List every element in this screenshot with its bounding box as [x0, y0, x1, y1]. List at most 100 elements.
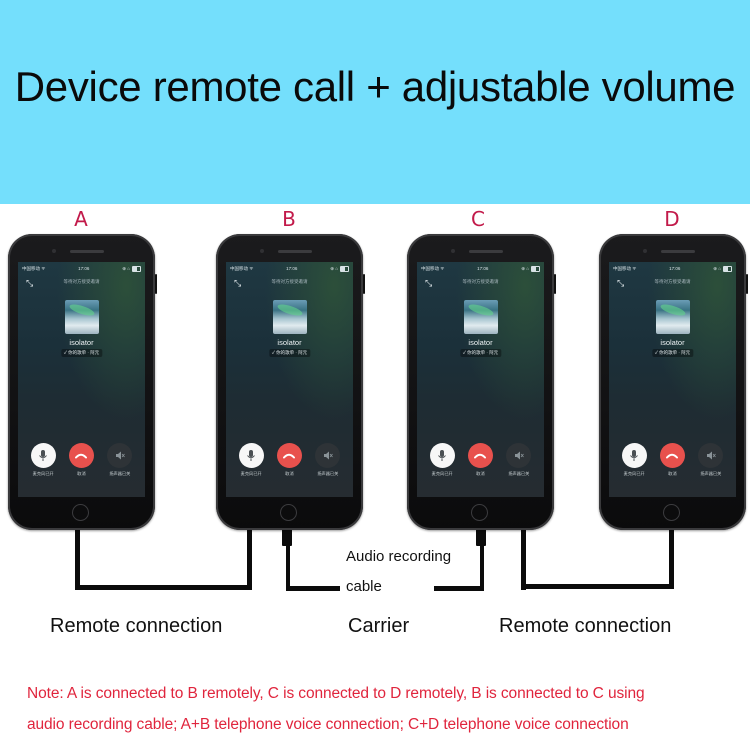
- hangup-button[interactable]: [276, 443, 302, 468]
- hangup-icon: [666, 453, 679, 458]
- call-screen: 中国移动 ᯤ 17:06 ⊕ ⌂ ⤡ 等待对方接受邀请 isolator ✓ 你…: [18, 262, 145, 497]
- wire-b-audio-horizontal: [286, 586, 340, 591]
- mic-control[interactable]: 麦克风已开: [233, 443, 269, 477]
- mic-label: 麦克风已开: [431, 471, 453, 476]
- microphone-icon: [247, 449, 256, 461]
- mic-label: 麦克风已开: [623, 471, 645, 476]
- note-line-2: audio recording cable; A+B telephone voi…: [27, 716, 629, 733]
- call-controls: 麦克风已开 取消 扬声器已关: [417, 443, 544, 477]
- earpiece: [660, 250, 695, 253]
- minimize-icon[interactable]: ⤡: [234, 278, 242, 288]
- status-time: 17:06: [477, 266, 489, 271]
- call-screen: 中国移动 ᯤ 17:06 ⊕ ⌂ ⤡ 等待对方接受邀请 isolator ✓ 你…: [609, 262, 736, 497]
- phone-label-c: C: [471, 207, 485, 231]
- battery-icon: [132, 265, 141, 272]
- hangup-button[interactable]: [467, 443, 493, 468]
- mic-control[interactable]: 麦克风已开: [25, 443, 61, 477]
- song-subtitle: ✓ 你的歌单 · 阿元: [459, 349, 502, 357]
- phone-label-a: A: [74, 207, 88, 231]
- battery-icon: [340, 265, 349, 272]
- hangup-control[interactable]: 取消: [271, 443, 307, 477]
- mic-button[interactable]: [30, 443, 56, 468]
- wire-c-remote-down: [521, 528, 526, 590]
- album-art: [64, 300, 99, 334]
- mic-label: 麦克风已开: [32, 471, 54, 476]
- mic-button[interactable]: [238, 443, 264, 468]
- hangup-label: 取消: [668, 471, 677, 476]
- phone-a: 中国移动 ᯤ 17:06 ⊕ ⌂ ⤡ 等待对方接受邀请 isolator ✓ 你…: [8, 234, 157, 530]
- minimize-icon[interactable]: ⤡: [26, 278, 34, 288]
- status-time: 17:06: [78, 266, 90, 271]
- hangup-button[interactable]: [659, 443, 685, 468]
- speaker-label: 扬声器已关: [317, 471, 339, 476]
- status-time: 17:06: [286, 266, 298, 271]
- speaker-muted-icon: [514, 451, 524, 460]
- title-banner: Device remote call + adjustable volume: [0, 0, 750, 204]
- speaker-button[interactable]: [107, 443, 133, 468]
- speaker-muted-icon: [323, 451, 333, 460]
- song-title: isolator: [660, 338, 685, 347]
- b-audio-plug: [282, 528, 292, 546]
- wire-c-audio-horizontal: [434, 586, 484, 591]
- mic-button[interactable]: [429, 443, 455, 468]
- speaker-label: 扬声器已关: [508, 471, 530, 476]
- speaker-button[interactable]: [315, 443, 341, 468]
- hangup-label: 取消: [476, 471, 485, 476]
- status-bar: 中国移动 ᯤ 17:06 ⊕ ⌂: [230, 265, 349, 272]
- cable-annotation-line2: cable: [346, 578, 382, 595]
- speaker-control[interactable]: 扬声器已关: [693, 443, 729, 477]
- album-art: [463, 300, 498, 334]
- earpiece: [69, 250, 104, 253]
- minimize-icon[interactable]: ⤡: [425, 278, 433, 288]
- home-button[interactable]: [279, 504, 297, 521]
- battery-icon: [723, 265, 732, 272]
- song-subtitle: ✓ 你的歌单 · 阿元: [651, 349, 694, 357]
- mic-control[interactable]: 麦克风已开: [616, 443, 652, 477]
- home-button[interactable]: [662, 504, 680, 521]
- status-right: ⊕ ⌂: [713, 265, 732, 272]
- waiting-text: 等待对方接受邀请: [63, 279, 100, 284]
- speaker-label: 扬声器已关: [109, 471, 131, 476]
- phone-d: 中国移动 ᯤ 17:06 ⊕ ⌂ ⤡ 等待对方接受邀请 isolator ✓ 你…: [599, 234, 748, 530]
- mic-label: 麦克风已开: [240, 471, 262, 476]
- call-controls: 麦克风已开 取消 扬声器已关: [609, 443, 736, 477]
- hangup-icon: [283, 453, 296, 458]
- speaker-button[interactable]: [506, 443, 532, 468]
- waiting-text: 等待对方接受邀请: [654, 279, 691, 284]
- carrier-signal: 中国移动 ᯤ: [421, 265, 445, 271]
- call-controls: 麦克风已开 取消 扬声器已关: [18, 443, 145, 477]
- speaker-control[interactable]: 扬声器已关: [102, 443, 138, 477]
- power-key: [746, 274, 748, 294]
- hangup-control[interactable]: 取消: [63, 443, 99, 477]
- song-title: isolator: [69, 338, 94, 347]
- hangup-control[interactable]: 取消: [654, 443, 690, 477]
- front-camera: [450, 249, 455, 253]
- hangup-icon: [75, 453, 88, 458]
- microphone-icon: [630, 449, 639, 461]
- song-subtitle: ✓ 你的歌单 · 阿元: [268, 349, 311, 357]
- mic-button[interactable]: [621, 443, 647, 468]
- status-icons: ⊕ ⌂: [330, 265, 338, 271]
- c-audio-plug: [476, 528, 486, 546]
- wire-d-up: [669, 528, 674, 589]
- microphone-icon: [39, 449, 48, 461]
- home-button[interactable]: [71, 504, 89, 521]
- speaker-muted-icon: [115, 451, 125, 460]
- status-time: 17:06: [669, 266, 681, 271]
- speaker-control[interactable]: 扬声器已关: [310, 443, 346, 477]
- status-right: ⊕ ⌂: [330, 265, 349, 272]
- home-button[interactable]: [470, 504, 488, 521]
- microphone-icon: [438, 449, 447, 461]
- power-key: [155, 274, 157, 294]
- mic-control[interactable]: 麦克风已开: [424, 443, 460, 477]
- cable-annotation-line1: Audio recording: [346, 548, 452, 565]
- hangup-control[interactable]: 取消: [462, 443, 498, 477]
- status-bar: 中国移动 ᯤ 17:06 ⊕ ⌂: [421, 265, 540, 272]
- hangup-button[interactable]: [68, 443, 94, 468]
- speaker-control[interactable]: 扬声器已关: [501, 443, 537, 477]
- speaker-button[interactable]: [698, 443, 724, 468]
- status-icons: ⊕ ⌂: [713, 265, 721, 271]
- front-camera: [51, 249, 56, 253]
- minimize-icon[interactable]: ⤡: [617, 278, 625, 288]
- wire-ab-horizontal: [75, 585, 252, 590]
